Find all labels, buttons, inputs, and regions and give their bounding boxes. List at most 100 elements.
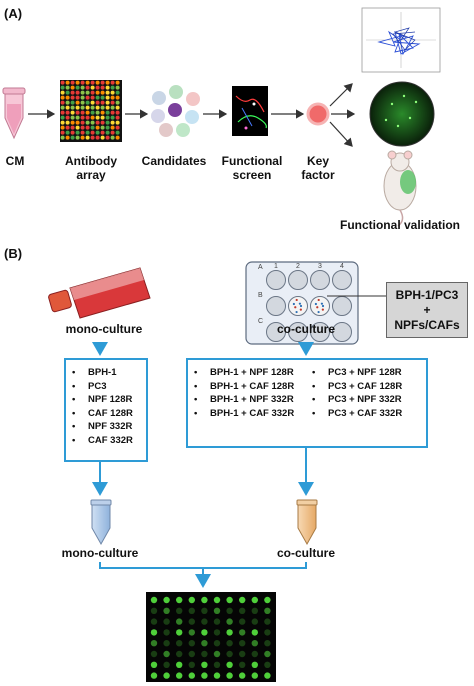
array-spot	[110, 90, 115, 95]
array-spot	[70, 90, 75, 95]
array-spot	[60, 95, 65, 100]
array-spot	[60, 120, 65, 125]
result-spot	[150, 607, 158, 614]
plate-well	[288, 270, 308, 290]
array-spot	[100, 125, 105, 130]
result-spot	[188, 629, 195, 636]
co-culture-list-box: BPH-1 + NPF 128R BPH-1 + CAF 128R BPH-1 …	[186, 358, 428, 448]
array-spot	[70, 100, 75, 105]
array-spot	[105, 130, 110, 135]
array-spot	[85, 125, 90, 130]
array-spot	[75, 100, 80, 105]
array-spot	[80, 130, 85, 135]
array-spot	[90, 85, 95, 90]
plate-well	[288, 322, 308, 342]
array-spot	[115, 85, 120, 90]
array-spot	[115, 95, 120, 100]
gray-box-line-2: +	[423, 303, 431, 317]
list-item: PC3 + CAF 332R	[312, 407, 402, 421]
result-spot	[264, 607, 271, 614]
result-spot	[176, 607, 183, 614]
array-spot	[100, 115, 105, 120]
array-spot	[95, 80, 100, 85]
array-spot	[90, 90, 95, 95]
list-item: CAF 332R	[72, 434, 146, 448]
plate-label-col-2: 2	[296, 263, 300, 270]
array-spot	[80, 80, 85, 85]
result-spot	[264, 640, 271, 647]
array-spot	[90, 110, 95, 115]
array-spot	[90, 80, 95, 85]
result-spot	[176, 618, 183, 625]
array-spot	[100, 90, 105, 95]
array-spot	[80, 115, 85, 120]
result-spot	[213, 629, 221, 636]
array-spot	[105, 80, 110, 85]
array-spot	[105, 125, 110, 130]
result-spot	[239, 661, 246, 668]
result-spot	[251, 618, 258, 625]
co-culture-list-right: PC3 + NPF 128R PC3 + CAF 128R PC3 + NPF …	[312, 366, 402, 420]
result-spot	[188, 607, 195, 614]
array-spot	[110, 115, 115, 120]
result-spot	[163, 650, 170, 658]
array-spot	[65, 95, 70, 100]
array-spot	[95, 110, 100, 115]
result-spot	[264, 661, 271, 668]
array-spot	[85, 130, 90, 135]
culture-flask-icon	[48, 267, 151, 319]
migration-tracking-plot	[361, 7, 441, 73]
array-spot	[110, 80, 115, 85]
array-spot	[115, 80, 120, 85]
array-spot	[90, 100, 95, 105]
coculture-cell	[320, 302, 324, 305]
array-spot	[105, 115, 110, 120]
array-spot	[115, 90, 120, 95]
array-spot	[65, 120, 70, 125]
list-item: CAF 128R	[72, 407, 146, 421]
result-spot	[226, 672, 233, 679]
array-spot	[100, 135, 105, 140]
array-spot	[95, 115, 100, 120]
co-culture-tube-label: co-culture	[276, 546, 335, 560]
result-spot	[176, 672, 183, 679]
result-spot	[251, 596, 258, 604]
array-spot	[85, 95, 90, 100]
array-spot	[85, 100, 90, 105]
plate-well	[266, 296, 286, 316]
result-spot	[188, 640, 195, 647]
result-spot	[188, 596, 195, 604]
array-spot	[70, 80, 75, 85]
array-spot	[90, 130, 95, 135]
plate-well	[266, 322, 286, 342]
result-spot	[226, 640, 233, 647]
arrow-to-mouse	[329, 121, 353, 147]
array-spot	[75, 130, 80, 135]
array-spot	[105, 85, 110, 90]
array-spot	[60, 90, 65, 95]
array-spot	[100, 95, 105, 100]
array-spot	[95, 130, 100, 135]
result-spot	[213, 661, 221, 668]
array-spot	[85, 80, 90, 85]
mono-culture-label: mono-culture	[65, 322, 143, 336]
plate-well	[332, 322, 352, 342]
array-spot	[90, 125, 95, 130]
array-spot	[115, 110, 120, 115]
array-spot	[100, 100, 105, 105]
result-spot	[201, 618, 208, 625]
array-spot	[115, 125, 120, 130]
array-spot	[90, 105, 95, 110]
cells-combination-box: BPH-1/PC3 + NPFs/CAFs	[386, 282, 468, 338]
result-spot	[226, 661, 233, 668]
result-spot	[264, 672, 271, 679]
result-spot	[150, 640, 158, 647]
array-spot	[70, 85, 75, 90]
result-spot	[226, 629, 233, 636]
co-culture-list-left: BPH-1 + NPF 128R BPH-1 + CAF 128R BPH-1 …	[194, 366, 294, 420]
array-spot	[80, 85, 85, 90]
result-spot	[251, 650, 258, 658]
array-spot	[80, 125, 85, 130]
array-spot	[110, 110, 115, 115]
array-spot	[75, 125, 80, 130]
